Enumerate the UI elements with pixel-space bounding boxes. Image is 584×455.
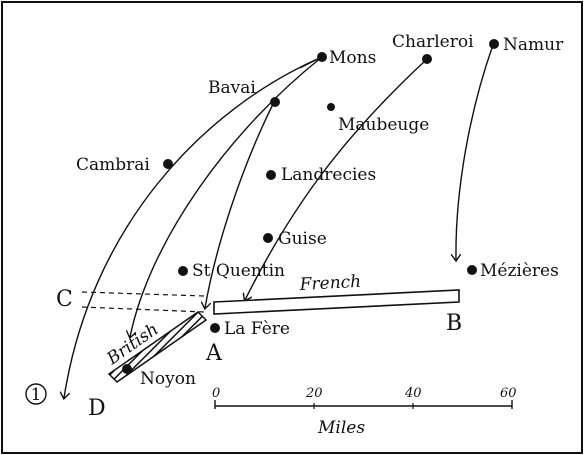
figure-number-circle	[25, 383, 47, 405]
town-dot-la-fere	[210, 323, 220, 333]
line-c-upper	[81, 291, 206, 297]
label-guise: Guise	[278, 229, 327, 249]
label-mezieres: Mézières	[480, 261, 559, 281]
town-dot-cambrai	[163, 159, 173, 169]
label-noyon: Noyon	[140, 369, 196, 389]
town-dot-charleroi	[422, 54, 432, 64]
label-maubeuge: Maubeuge	[338, 115, 429, 135]
point-a: A	[205, 341, 223, 366]
label-mons: Mons	[329, 48, 376, 68]
label-cambrai: Cambrai	[76, 155, 150, 175]
point-d: D	[88, 396, 106, 421]
advance-arrow-mons-d	[64, 56, 323, 398]
town-dot-maubeuge	[327, 103, 335, 111]
advance-arrow-bavai-a	[205, 99, 276, 308]
label-charleroi: Charleroi	[392, 32, 474, 52]
label-la-fere: La Fère	[224, 319, 290, 339]
town-dot-noyon	[122, 364, 132, 374]
figure-number: 1	[31, 385, 42, 405]
town-dot-mons	[317, 52, 327, 62]
label-french: French	[298, 272, 361, 295]
scale-label-0: 0	[212, 386, 220, 401]
town-dot-landrecies	[266, 170, 276, 180]
british-army-bar	[107, 311, 208, 383]
advance-arrow-charleroi	[245, 59, 427, 300]
advance-arrow-mons-british	[130, 56, 323, 337]
scale-label-60: 60	[500, 386, 517, 401]
label-st-quentin: St Quentin	[192, 261, 285, 281]
scale-title: Miles	[317, 418, 365, 438]
town-dot-mezieres	[467, 265, 477, 275]
advance-arrow-namur	[456, 44, 494, 260]
town-dot-st-quentin	[178, 266, 188, 276]
french-army-bar	[213, 289, 460, 315]
town-dot-bavai	[270, 97, 280, 107]
town-dot-guise	[263, 233, 273, 243]
scale-label-20: 20	[305, 386, 323, 401]
label-namur: Namur	[503, 35, 564, 55]
label-bavai: Bavai	[208, 78, 256, 98]
town-dot-namur	[489, 39, 499, 49]
point-c: C	[56, 287, 73, 312]
point-b: B	[446, 311, 462, 336]
scale-label-40: 40	[404, 386, 422, 401]
label-landrecies: Landrecies	[281, 165, 376, 185]
line-c-lower	[81, 306, 206, 313]
